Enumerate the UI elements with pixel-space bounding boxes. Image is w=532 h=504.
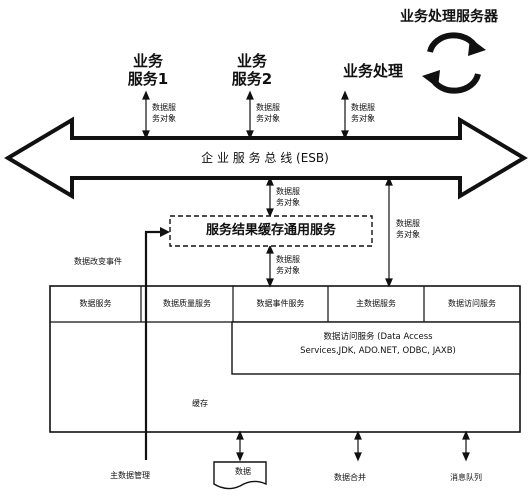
service-3-object: 数据服务对象 [351,103,375,123]
layer-box-data-service: 数据服务 [79,299,112,308]
service-1-label: 业务 服务1 [127,52,169,88]
data-change-label: 数据改变事件 [74,257,122,266]
cache-layer-object: 数据服务对象 [276,255,300,275]
cache-label: 缓存 [192,399,208,408]
cache-service-label: 服务结果缓存通用服务 [205,223,336,238]
esb-bus-arrow [4,116,528,200]
right-data-object: 数据服务对象 [396,219,420,239]
cache-service-box [169,215,373,247]
service-3-label: 业务处理 [342,62,403,80]
layer-box-master-service: 主数据服务 [356,299,396,308]
service-1-object: 数据服务对象 [152,103,176,123]
layer-box-access-service: 数据访问服务 [448,299,496,308]
message-queue-label: 消息队列 [450,473,482,482]
cycle-arrowhead-bottom [422,70,440,88]
cycle-arrowhead-top [468,38,486,56]
esb-label: 企 业 服 务 总 线 (ESB) [201,151,329,165]
data-merge-label: 数据合并 [334,473,366,482]
access-service-label: 数据访问服务 (Data Access Services,JDK, ADO.NE… [300,332,456,356]
database-document-shape [213,461,267,490]
data-change-line [144,230,162,460]
service-2-label: 业务 服务2 [231,52,273,88]
service-2-object: 数据服务对象 [256,103,280,123]
layer-box-event-service: 数据事件服务 [256,299,305,308]
database-label: 数据 [235,467,251,476]
data-change-arrowhead [160,227,170,237]
processor-title: 业务处理服务器 [400,9,498,25]
master-data-label: 主数据管理 [110,471,150,480]
access-service-box [231,321,521,375]
layer-box-quality-service: 数据质量服务 [163,299,211,308]
esb-cache-object: 数据服务对象 [276,187,300,207]
